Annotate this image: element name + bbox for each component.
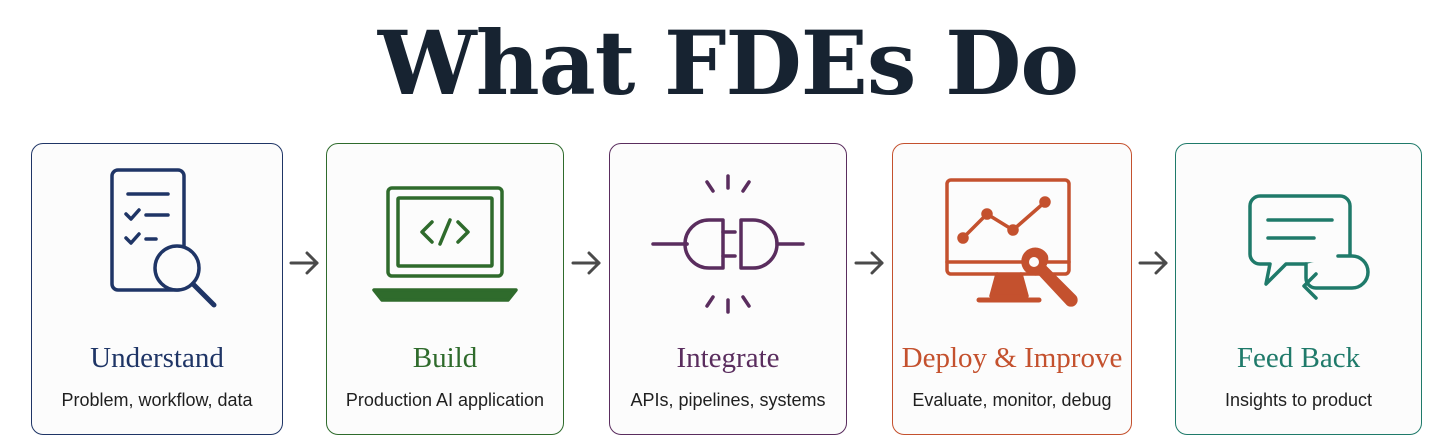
document-search-icon <box>110 168 217 308</box>
step-card-deploy-improve: Deploy & Improve Evaluate, monitor, debu… <box>892 143 1132 435</box>
chat-feedback-icon <box>1247 194 1370 300</box>
step-description: APIs, pipelines, systems <box>630 390 826 410</box>
step-description: Problem, workflow, data <box>61 390 253 410</box>
step-label: Build <box>412 342 478 374</box>
step-label: Deploy & Improve <box>901 342 1123 374</box>
monitor-chart-wrench-icon <box>945 178 1078 307</box>
step-card-feed-back: Feed Back Insights to product <box>1175 143 1422 435</box>
step-description: Insights to product <box>1224 390 1373 410</box>
laptop-code-icon <box>372 186 518 302</box>
arrow-right-icon <box>571 251 601 275</box>
step-label: Understand <box>90 342 224 374</box>
step-label: Feed Back <box>1236 342 1361 374</box>
step-description: Evaluate, monitor, debug <box>912 390 1112 410</box>
page-title: What FDEs Do <box>377 11 1079 115</box>
step-card-understand: Understand Problem, workflow, data <box>31 143 283 435</box>
step-label: Integrate <box>676 342 780 374</box>
arrow-right-icon <box>289 251 319 275</box>
step-card-integrate: Integrate APIs, pipelines, systems <box>609 143 847 435</box>
arrow-right-icon <box>854 251 884 275</box>
plug-connector-icon <box>651 174 805 314</box>
arrow-right-icon <box>1138 251 1168 275</box>
step-card-build: Build Production AI application <box>326 143 564 435</box>
step-description: Production AI application <box>345 390 545 410</box>
